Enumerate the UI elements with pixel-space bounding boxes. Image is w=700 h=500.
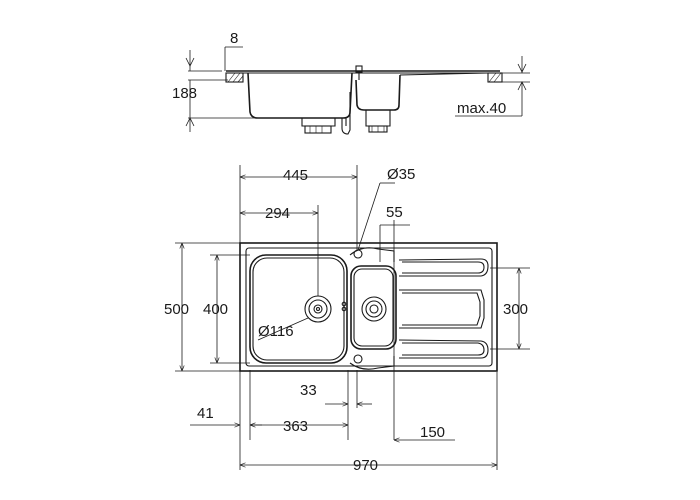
dim-drainer-offset: 150 bbox=[420, 424, 445, 441]
dim-tap-hole-diameter: Ø35 bbox=[387, 166, 415, 183]
top-view bbox=[175, 165, 530, 470]
dim-drainer-depth: 300 bbox=[503, 301, 528, 318]
dim-edge-offset: 41 bbox=[197, 405, 214, 422]
dim-small-bowl-width: 55 bbox=[386, 204, 403, 221]
dim-total-width: 970 bbox=[353, 457, 378, 474]
dim-bowl-depth: 400 bbox=[203, 301, 228, 318]
dim-max-worktop: max.40 bbox=[457, 100, 506, 117]
dim-overflow-offset: 33 bbox=[300, 382, 317, 399]
dim-main-bowl-width: 363 bbox=[283, 418, 308, 435]
dim-main-bowl-center: 294 bbox=[265, 205, 290, 222]
dim-waste-diameter: Ø116 bbox=[258, 323, 294, 340]
dim-total-depth: 500 bbox=[164, 301, 189, 318]
dim-flange-thickness: 8 bbox=[230, 30, 238, 47]
dim-side-height: 188 bbox=[172, 85, 197, 102]
side-view bbox=[185, 46, 530, 135]
dim-tap-hole-offset: 445 bbox=[283, 167, 308, 184]
